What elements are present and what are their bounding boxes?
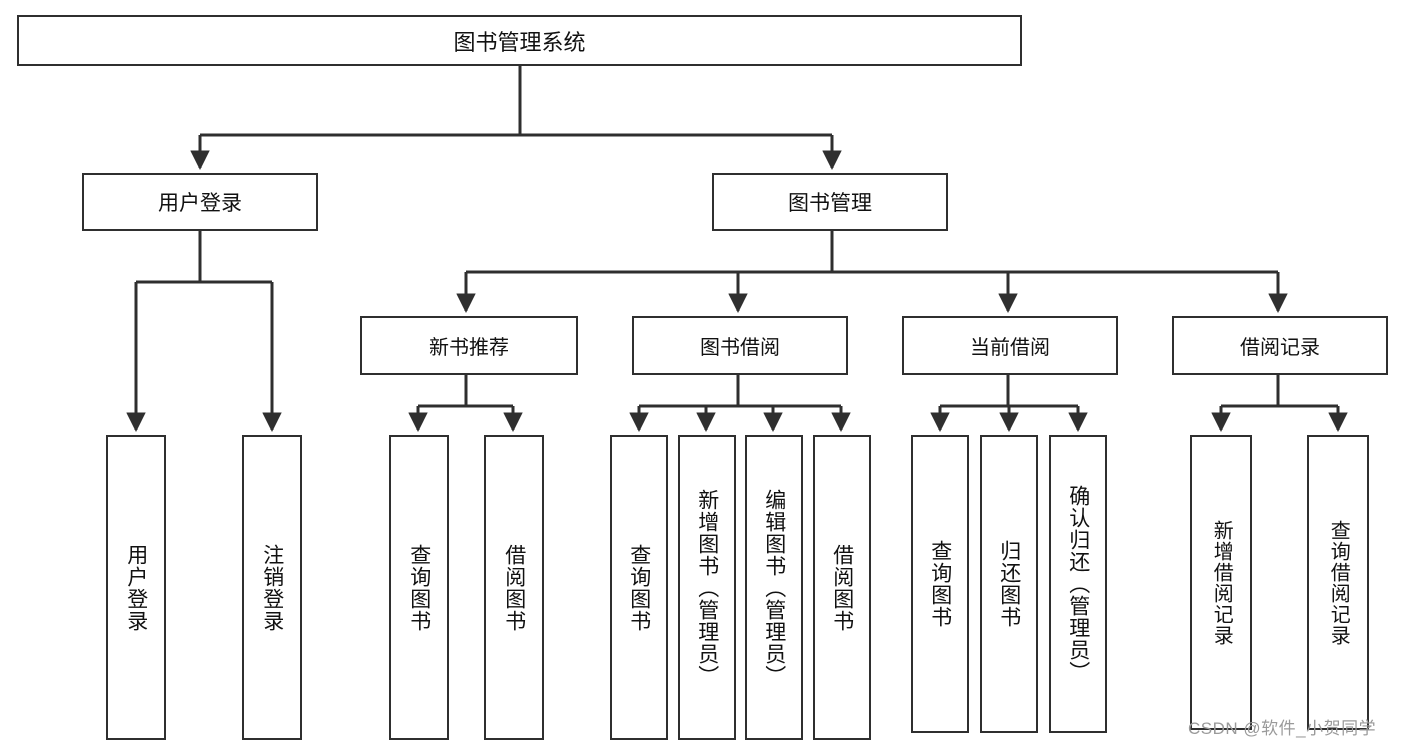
node-new-book-recommend[interactable]: 新书推荐 — [360, 316, 578, 375]
leaf-record-add-borrow-record-label: 新增借阅记录 — [1210, 519, 1233, 646]
leaf-user-login[interactable]: 用户登录 — [106, 435, 166, 740]
node-book-borrow-label: 图书借阅 — [700, 337, 780, 359]
leaf-record-add-borrow-record[interactable]: 新增借阅记录 — [1190, 435, 1252, 730]
leaf-borrow-borrow-book-label: 借阅图书 — [830, 543, 854, 632]
leaf-borrow-edit-book-admin-label: 编辑图书（管理员） — [762, 488, 786, 687]
leaf-record-query-borrow-record-label: 查询借阅记录 — [1327, 519, 1350, 646]
leaf-recommend-borrow-book[interactable]: 借阅图书 — [484, 435, 544, 740]
leaf-current-query-book[interactable]: 查询图书 — [911, 435, 969, 733]
leaf-current-return-book[interactable]: 归还图书 — [980, 435, 1038, 733]
leaf-borrow-query-book-label: 查询图书 — [627, 543, 651, 632]
csdn-watermark: CSDN @软件_小贺同学 — [1188, 719, 1377, 738]
leaf-current-return-book-label: 归还图书 — [997, 540, 1021, 628]
leaf-current-confirm-return-admin-label: 确认归还（管理员） — [1066, 485, 1090, 683]
node-book-management-label: 图书管理 — [788, 192, 872, 215]
node-book-borrow[interactable]: 图书借阅 — [632, 316, 848, 375]
node-current-borrow[interactable]: 当前借阅 — [902, 316, 1118, 375]
leaf-user-logout[interactable]: 注销登录 — [242, 435, 302, 740]
leaf-borrow-add-book-admin[interactable]: 新增图书（管理员） — [678, 435, 736, 740]
leaf-current-query-book-label: 查询图书 — [928, 540, 952, 628]
leaf-recommend-borrow-book-label: 借阅图书 — [502, 543, 526, 632]
node-borrow-record[interactable]: 借阅记录 — [1172, 316, 1388, 375]
node-current-borrow-label: 当前借阅 — [970, 337, 1050, 359]
node-user-login-label: 用户登录 — [158, 192, 242, 215]
node-root-system[interactable]: 图书管理系统 — [17, 15, 1022, 66]
node-borrow-record-label: 借阅记录 — [1240, 337, 1320, 359]
leaf-user-logout-label: 注销登录 — [260, 543, 284, 632]
leaf-borrow-borrow-book[interactable]: 借阅图书 — [813, 435, 871, 740]
node-new-book-recommend-label: 新书推荐 — [429, 337, 509, 359]
leaf-borrow-edit-book-admin[interactable]: 编辑图书（管理员） — [745, 435, 803, 740]
leaf-user-login-label: 用户登录 — [124, 543, 148, 632]
leaf-borrow-add-book-admin-label: 新增图书（管理员） — [695, 488, 719, 687]
leaf-borrow-query-book[interactable]: 查询图书 — [610, 435, 668, 740]
leaf-recommend-query-book[interactable]: 查询图书 — [389, 435, 449, 740]
node-book-management[interactable]: 图书管理 — [712, 173, 948, 231]
leaf-recommend-query-book-label: 查询图书 — [407, 543, 431, 632]
node-root-label: 图书管理系统 — [453, 29, 586, 55]
leaf-record-query-borrow-record[interactable]: 查询借阅记录 — [1307, 435, 1369, 730]
leaf-current-confirm-return-admin[interactable]: 确认归还（管理员） — [1049, 435, 1107, 733]
node-user-login[interactable]: 用户登录 — [82, 173, 318, 231]
